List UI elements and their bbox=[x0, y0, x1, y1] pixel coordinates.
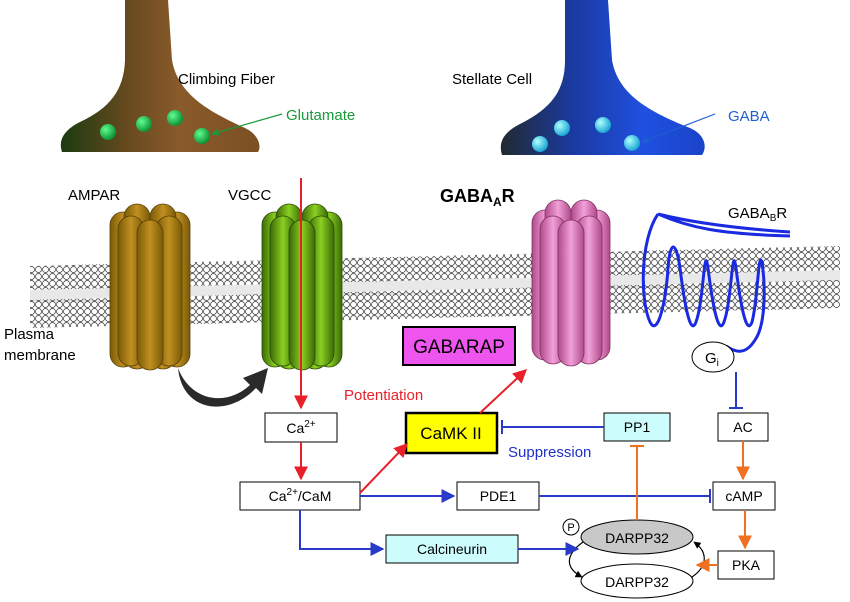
potentiation-label: Potentiation bbox=[344, 387, 423, 404]
gaba-vesicle bbox=[554, 120, 570, 136]
darpp32-ellipse: DARPP32 bbox=[580, 563, 694, 599]
stellate-cell-label: Stellate Cell bbox=[452, 71, 532, 88]
phospho-marker: P bbox=[562, 518, 580, 536]
ac-box: AC bbox=[717, 412, 769, 442]
pde1-box: PDE1 bbox=[456, 481, 540, 511]
gabarap-box: GABARAP bbox=[402, 326, 516, 366]
gi-label: Gi bbox=[705, 350, 719, 369]
svg-text:Ca2+/CaM: Ca2+/CaM bbox=[269, 487, 332, 504]
depolarization-arrow bbox=[178, 368, 268, 407]
phosphorylation-arrow bbox=[691, 541, 705, 578]
svg-text:Calcineurin: Calcineurin bbox=[417, 541, 487, 557]
pka-box: PKA bbox=[717, 550, 775, 580]
gabaar-receptor bbox=[531, 199, 611, 367]
ampar-label: AMPAR bbox=[68, 187, 120, 204]
ca-cam-box: Ca2+/CaM bbox=[239, 481, 361, 511]
glutamate-vesicle bbox=[167, 110, 183, 126]
glutamate-vesicle bbox=[136, 116, 152, 132]
svg-text:CaMK II: CaMK II bbox=[420, 424, 481, 443]
dephosphorylation-arrow bbox=[568, 541, 584, 578]
camkii-box: CaMK II bbox=[404, 411, 499, 455]
svg-text:PDE1: PDE1 bbox=[480, 488, 517, 504]
plasma-membrane bbox=[30, 246, 840, 328]
cacam-to-calcineurin-arrow bbox=[299, 510, 385, 556]
svg-text:AC: AC bbox=[733, 419, 752, 435]
climbing-fiber-terminal bbox=[60, 0, 260, 152]
camkii-to-gabaar-arrow bbox=[479, 369, 528, 414]
svg-text:Ca2+: Ca2+ bbox=[286, 419, 315, 436]
plasma-membrane-label-line1: Plasma bbox=[4, 326, 55, 343]
darpp32-phospho-ellipse: DARPP32 bbox=[580, 519, 694, 555]
svg-text:P: P bbox=[567, 522, 574, 534]
svg-text:PKA: PKA bbox=[732, 557, 761, 573]
vgcc-label: VGCC bbox=[228, 187, 272, 204]
suppression-label: Suppression bbox=[508, 444, 591, 461]
svg-text:PP1: PP1 bbox=[624, 419, 651, 435]
gaba-vesicle bbox=[624, 135, 640, 151]
camp-box: cAMP bbox=[712, 481, 776, 511]
gababr-label: GABABR bbox=[728, 205, 787, 224]
cacam-to-camkii-arrow bbox=[359, 442, 408, 494]
pp1-box: PP1 bbox=[603, 412, 671, 442]
glutamate-vesicle bbox=[100, 124, 116, 140]
ca-box: Ca2+ bbox=[264, 412, 338, 443]
gababr-receptor bbox=[641, 212, 791, 353]
gaba-vesicle bbox=[532, 136, 548, 152]
stellate-cell-terminal bbox=[500, 0, 705, 155]
glutamate-label: Glutamate bbox=[286, 107, 355, 124]
svg-text:DARPP32: DARPP32 bbox=[605, 574, 669, 590]
glutamate-pointer bbox=[211, 113, 283, 136]
plasma-membrane-label-line2: membrane bbox=[4, 347, 76, 364]
svg-text:DARPP32: DARPP32 bbox=[605, 530, 669, 546]
calcineurin-box: Calcineurin bbox=[385, 534, 519, 564]
vgcc-channel bbox=[261, 203, 343, 371]
ampar-receptor bbox=[109, 203, 191, 371]
glutamate-vesicle bbox=[194, 128, 210, 144]
gabaar-label: GABAAR bbox=[440, 186, 515, 209]
gaba-label: GABA bbox=[728, 108, 770, 125]
svg-text:cAMP: cAMP bbox=[725, 488, 762, 504]
gaba-vesicle bbox=[595, 117, 611, 133]
gi-protein: Gi bbox=[691, 341, 735, 373]
gaba-pointer bbox=[641, 113, 716, 144]
climbing-fiber-label: Climbing Fiber bbox=[178, 71, 275, 88]
svg-text:GABARAP: GABARAP bbox=[413, 337, 505, 358]
